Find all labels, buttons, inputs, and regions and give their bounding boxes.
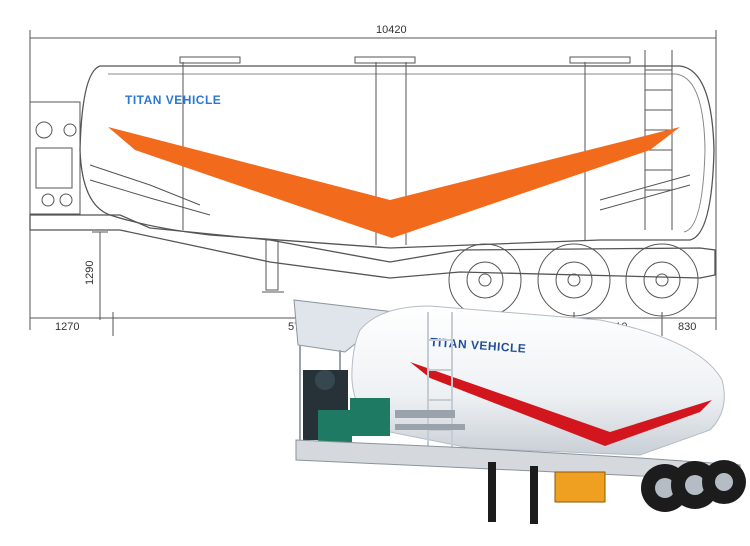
photo-landing-legs (488, 462, 538, 524)
overall-length-label: 10420 (376, 24, 407, 36)
pipework (89, 164, 691, 216)
manhole-front (179, 56, 241, 64)
red-chevron-stripe (410, 362, 712, 446)
manhole-rear (569, 56, 631, 64)
orange-chevron-stripe (108, 127, 680, 238)
front-equipment (29, 101, 81, 215)
drawing-brand-text: TITAN VEHICLE (125, 93, 221, 107)
front-overhang-label: 1270 (55, 321, 79, 333)
landing-leg (262, 239, 284, 293)
photo-wheels (641, 460, 746, 512)
front-canopy (293, 299, 397, 353)
rear-overhang-label: 830 (678, 321, 696, 333)
height-label: 1290 (84, 261, 96, 285)
manhole-middle (354, 56, 416, 64)
chassis-frame (29, 214, 716, 279)
photo-tank (351, 305, 725, 456)
photo-front-equipment (303, 370, 465, 442)
side-guard (554, 471, 606, 503)
photo-brand-text: TITAN VEHICLE (430, 335, 527, 356)
